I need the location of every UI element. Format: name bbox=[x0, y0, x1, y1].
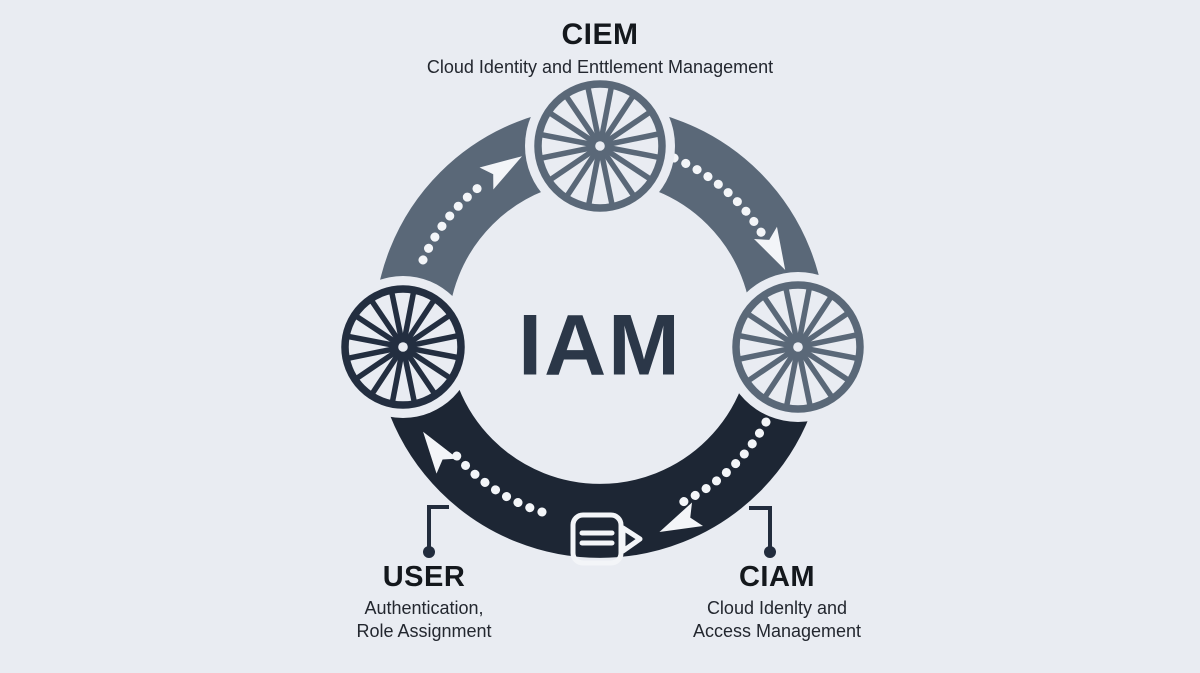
ciam-title: CIAM bbox=[738, 561, 816, 593]
wheel-icon bbox=[723, 272, 873, 422]
user-callout-connector bbox=[423, 505, 449, 558]
wheel-icon bbox=[525, 71, 675, 221]
ciem-subtitle: Cloud Identity and Enttlement Management bbox=[426, 56, 774, 77]
ciam-subtitle-line1: Cloud Idenlty and bbox=[706, 598, 848, 619]
user-subtitle-line2: Role Assignment bbox=[356, 621, 492, 642]
ciem-title: CIEM bbox=[561, 18, 639, 51]
dotted-flow-arcs bbox=[418, 153, 771, 517]
ciam-subtitle-line2: Access Management bbox=[692, 621, 862, 642]
iam-center-label: IAM bbox=[518, 297, 682, 394]
ciam-callout-connector bbox=[749, 506, 776, 558]
ciam-label-group: CIAM Cloud Idenlty and Access Management bbox=[693, 562, 861, 643]
flow-arrowhead-icons bbox=[423, 156, 786, 532]
user-subtitle-line1: Authentication, bbox=[364, 598, 484, 619]
user-label-group: USER Authentication, Role Assignment bbox=[356, 562, 491, 643]
ciem-label-group: CIEM Cloud Identity and Enttlement Manag… bbox=[427, 19, 773, 79]
wheel-icon bbox=[332, 276, 474, 418]
document-pencil-icon bbox=[570, 512, 643, 566]
user-title: USER bbox=[382, 561, 466, 593]
